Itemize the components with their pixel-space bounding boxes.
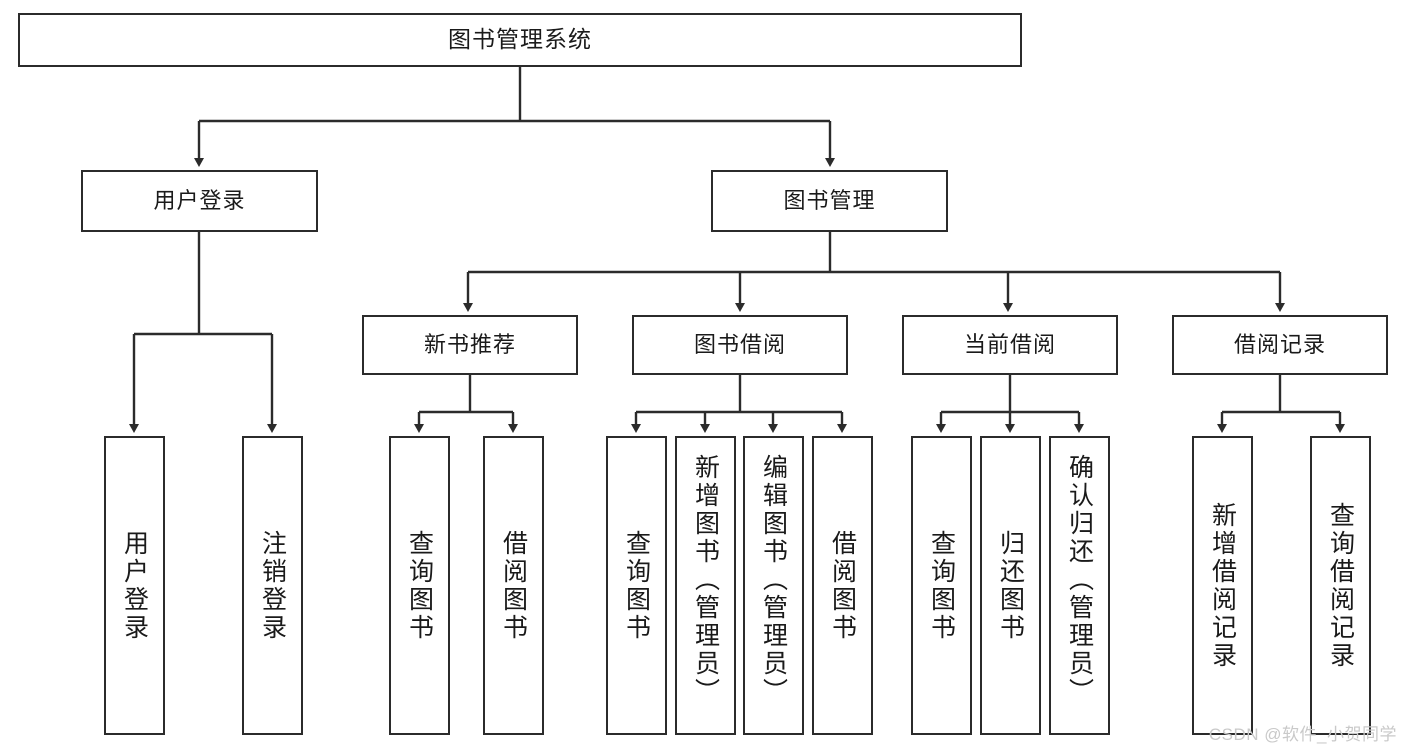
node-leaf-query-book-borrow[interactable]: 查询图书 bbox=[606, 436, 667, 735]
node-label: 查询图书 bbox=[622, 529, 651, 642]
node-leaf-add-book-admin[interactable]: 新增图书（管理员） bbox=[675, 436, 736, 735]
node-leaf-user-logout[interactable]: 注销登录 bbox=[242, 436, 303, 735]
node-label: 查询借阅记录 bbox=[1326, 501, 1355, 670]
node-new-book-recommendation[interactable]: 新书推荐 bbox=[362, 315, 578, 375]
node-leaf-query-book-recommendation[interactable]: 查询图书 bbox=[389, 436, 450, 735]
node-book-borrow[interactable]: 图书借阅 bbox=[632, 315, 848, 375]
node-label: 用户登录 bbox=[120, 529, 149, 642]
node-label: 借阅图书 bbox=[499, 529, 528, 642]
node-leaf-confirm-return-admin[interactable]: 确认归还（管理员） bbox=[1049, 436, 1110, 735]
node-label: 新增借阅记录 bbox=[1208, 501, 1237, 670]
node-label: 查询图书 bbox=[405, 529, 434, 642]
node-label: 编辑图书（管理员） bbox=[759, 454, 788, 706]
node-leaf-add-borrow-record[interactable]: 新增借阅记录 bbox=[1192, 436, 1253, 735]
node-label: 当前借阅 bbox=[963, 332, 1056, 358]
node-label: 图书管理系统 bbox=[448, 26, 592, 53]
node-current-borrow[interactable]: 当前借阅 bbox=[902, 315, 1118, 375]
node-leaf-borrow-book[interactable]: 借阅图书 bbox=[812, 436, 873, 735]
node-book-management[interactable]: 图书管理 bbox=[711, 170, 948, 232]
node-leaf-query-borrow-record[interactable]: 查询借阅记录 bbox=[1310, 436, 1371, 735]
node-label: 图书借阅 bbox=[693, 332, 786, 358]
node-leaf-borrow-book-recommendation[interactable]: 借阅图书 bbox=[483, 436, 544, 735]
node-label: 图书管理 bbox=[783, 188, 876, 214]
node-label: 查询图书 bbox=[927, 529, 956, 642]
node-leaf-edit-book-admin[interactable]: 编辑图书（管理员） bbox=[743, 436, 804, 735]
node-leaf-query-book-current[interactable]: 查询图书 bbox=[911, 436, 972, 735]
node-label: 用户登录 bbox=[153, 188, 246, 214]
node-user-login[interactable]: 用户登录 bbox=[81, 170, 318, 232]
node-label: 归还图书 bbox=[996, 529, 1025, 642]
node-label: 新书推荐 bbox=[423, 332, 516, 358]
node-label: 借阅图书 bbox=[828, 529, 857, 642]
node-root-book-management-system[interactable]: 图书管理系统 bbox=[18, 13, 1022, 67]
node-label: 新增图书（管理员） bbox=[691, 454, 720, 706]
node-leaf-user-login[interactable]: 用户登录 bbox=[104, 436, 165, 735]
node-label: 借阅记录 bbox=[1233, 332, 1326, 358]
node-label: 确认归还（管理员） bbox=[1065, 454, 1094, 706]
node-leaf-return-book[interactable]: 归还图书 bbox=[980, 436, 1041, 735]
node-borrow-record[interactable]: 借阅记录 bbox=[1172, 315, 1388, 375]
node-label: 注销登录 bbox=[258, 529, 287, 642]
